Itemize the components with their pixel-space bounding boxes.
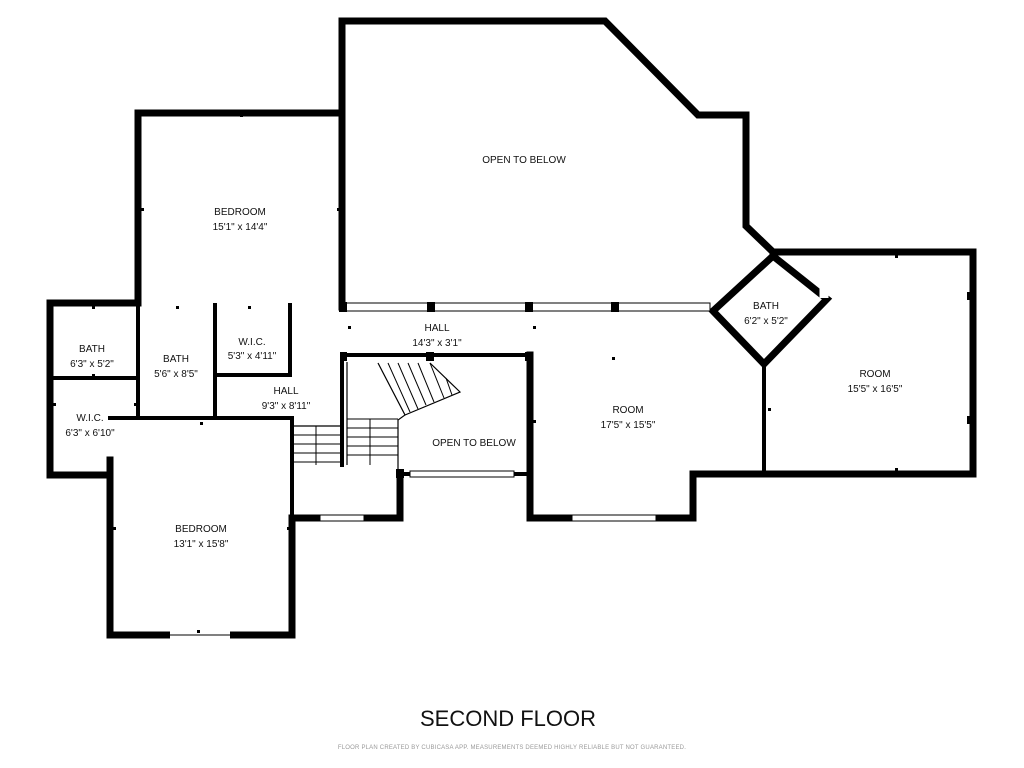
bedroom-lower-size: 13'1" x 15'8" (174, 539, 229, 550)
bath-left-name: BATH (79, 344, 105, 355)
open-below-main-name: OPEN TO BELOW (482, 155, 566, 166)
floor-title: SECOND FLOOR (420, 706, 596, 731)
wic-left-name: W.I.C. (76, 413, 103, 424)
wic-left-size: 6'3" x 6'10" (65, 428, 115, 439)
room-labels: BEDROOM 15'1" x 14'4" OPEN TO BELOW BATH… (65, 155, 903, 550)
bath-left-size: 6'3" x 5'2" (70, 359, 114, 370)
hall-lower-size: 9'3" x 8'11" (262, 401, 311, 412)
wic-mid-name: W.I.C. (238, 337, 265, 348)
hall-upper-name: HALL (424, 323, 449, 334)
room-right-name: ROOM (859, 369, 890, 380)
bath-diag-name: BATH (753, 301, 779, 312)
open-below-stair-name: OPEN TO BELOW (432, 438, 516, 449)
bedroom-upper-name: BEDROOM (214, 207, 266, 218)
footer-disclaimer: FLOOR PLAN CREATED BY CUBICASA APP. MEAS… (338, 745, 686, 751)
room-center-name: ROOM (612, 405, 643, 416)
room-right-size: 15'5" x 16'5" (848, 384, 903, 395)
bedroom-upper-size: 15'1" x 14'4" (213, 222, 268, 233)
partitions (48, 301, 766, 520)
bath-mid-name: BATH (163, 354, 189, 365)
bath-diag-size: 6'2" x 5'2" (744, 316, 788, 327)
bath-mid-size: 5'6" x 8'5" (154, 369, 198, 380)
posts (339, 292, 973, 478)
wall-open-to-below (338, 17, 778, 311)
wall-room-center (526, 248, 977, 522)
staircase (292, 362, 462, 470)
dimension-ticks (53, 114, 898, 633)
hall-upper-size: 14'3" x 3'1" (412, 338, 462, 349)
wall-bedroom-lower (106, 456, 404, 639)
hall-lower-name: HALL (273, 386, 298, 397)
bedroom-lower-name: BEDROOM (175, 524, 227, 535)
wic-mid-size: 5'3" x 4'11" (228, 351, 277, 362)
room-center-size: 17'5" x 15'5" (601, 420, 656, 431)
wall-left-block (46, 299, 142, 479)
wall-bedroom-upper (134, 109, 346, 307)
